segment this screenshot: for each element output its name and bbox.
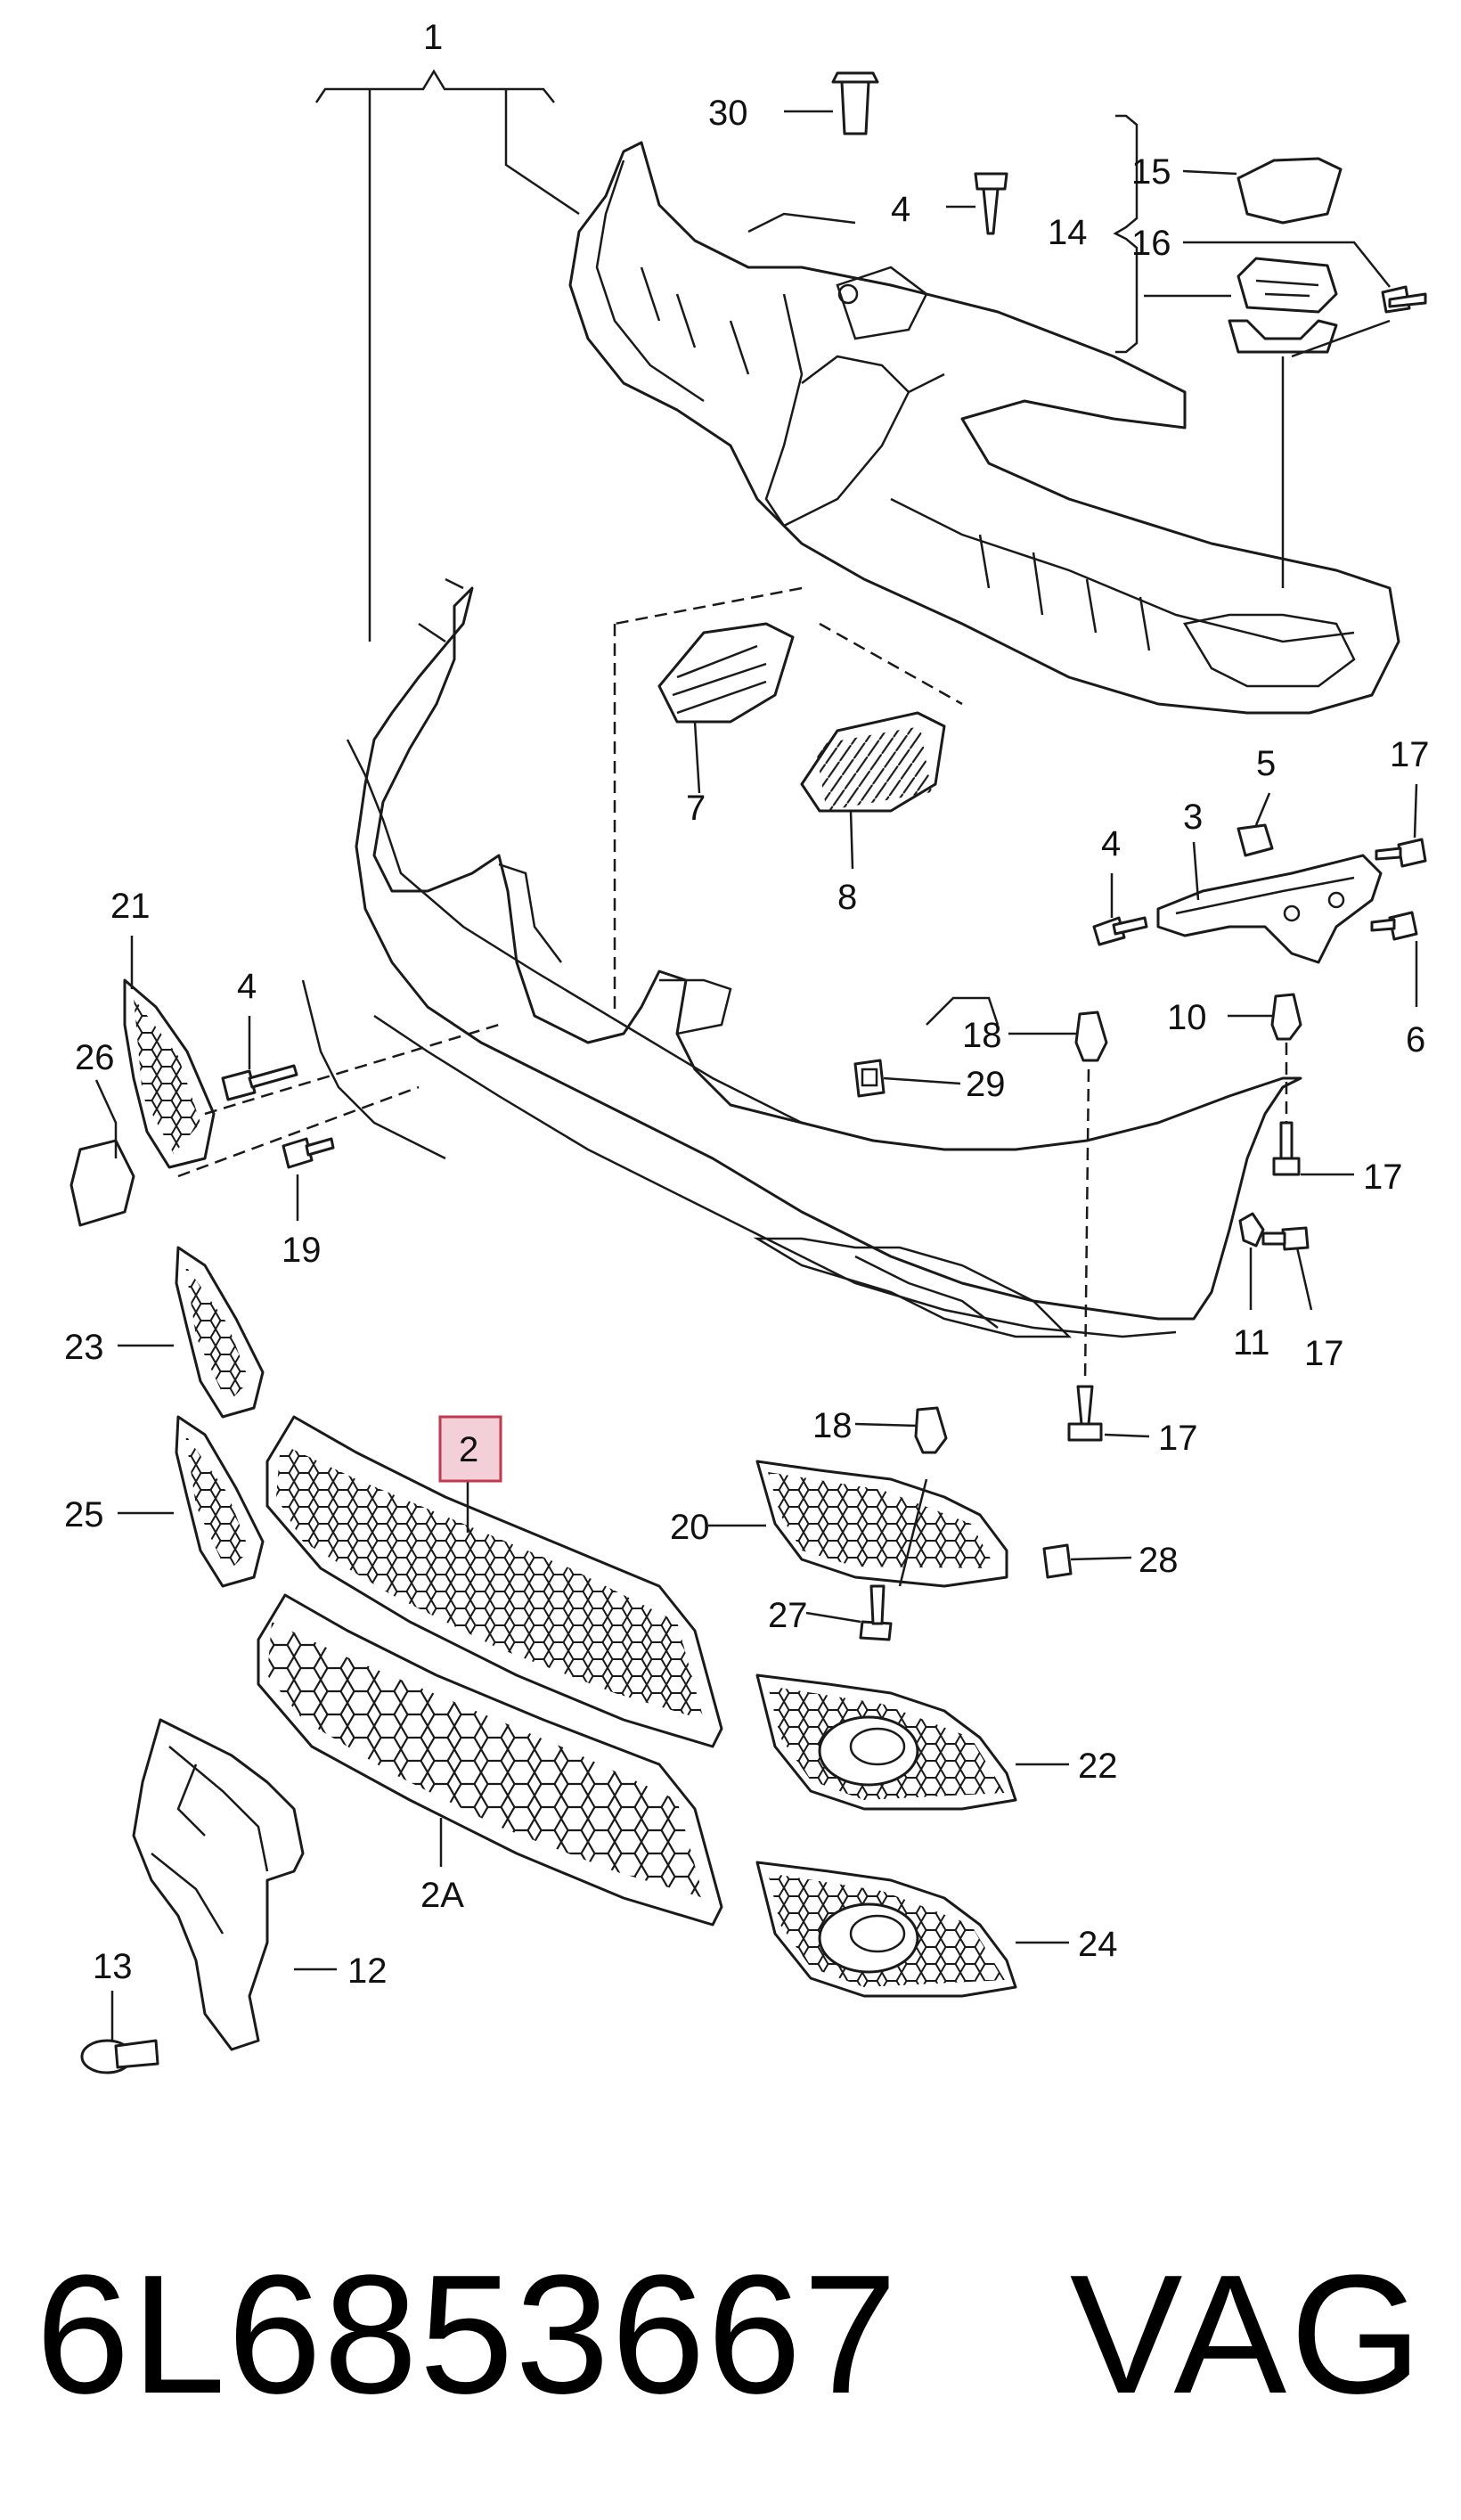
- vent-grille-7: [657, 622, 795, 724]
- screw-17-top-icon: [1375, 838, 1427, 868]
- callout-29: 29: [966, 1065, 1006, 1104]
- callout-4: 4: [891, 190, 910, 229]
- callout-19: 19: [282, 1231, 322, 1270]
- clip-11-icon: [1238, 1212, 1265, 1248]
- clip-10-icon: [1270, 993, 1302, 1041]
- screw-6-icon: [1370, 911, 1418, 941]
- callout-6: 6: [1406, 1020, 1425, 1060]
- callout-18: 18: [962, 1016, 1002, 1055]
- clip-30-icon: [831, 71, 879, 135]
- callout-17: 17: [1390, 735, 1430, 774]
- side-grille-21: [123, 978, 216, 1169]
- callout-17: 17: [1363, 1158, 1403, 1197]
- highlight-box: [438, 1415, 502, 1483]
- callout-27: 27: [768, 1596, 808, 1635]
- callout-30: 30: [708, 94, 748, 133]
- callout-1: 1: [423, 18, 443, 57]
- callout-12: 12: [347, 1951, 388, 1991]
- side-bracket-3: [1156, 854, 1383, 964]
- callout-2a: 2A: [420, 1876, 464, 1915]
- lower-grille-2: [265, 1415, 723, 1748]
- callout-26: 26: [75, 1038, 115, 1077]
- bumper-carrier: [568, 141, 1400, 715]
- callout-16: 16: [1131, 224, 1171, 263]
- screw-17-mid-icon: [1272, 1121, 1301, 1176]
- callout-28: 28: [1139, 1541, 1179, 1580]
- callout-10: 10: [1167, 998, 1207, 1037]
- screw-4-top-icon: [974, 172, 1008, 235]
- side-trim-26: [69, 1139, 135, 1227]
- clip-28-icon: [1042, 1543, 1073, 1579]
- callout-4: 4: [237, 967, 257, 1006]
- callout-3: 3: [1183, 798, 1203, 837]
- callout-15: 15: [1131, 152, 1171, 192]
- callout-2: 2: [459, 1430, 478, 1469]
- vent-grille-8: [800, 711, 946, 813]
- side-grille-25: [175, 1415, 265, 1588]
- leader-lines: [94, 69, 1418, 2041]
- fog-grille-20: [755, 1460, 1008, 1588]
- fog-grille-22: [755, 1673, 1017, 1811]
- callout-labels: 1 30 4 15 14 16 7 8 5 17 4 3 6 21 4 26 1…: [64, 18, 1430, 1991]
- lower-grille-2a: [257, 1593, 723, 1927]
- callout-25: 25: [64, 1495, 104, 1534]
- screw-17-bottom-icon: [1067, 1385, 1103, 1442]
- callout-4: 4: [1101, 824, 1121, 863]
- tow-eye-bracket: [1228, 257, 1338, 354]
- footer: 6L6853667 VAG: [36, 2201, 1425, 2468]
- tow-eye-cover: [1237, 157, 1343, 225]
- brand-name: VAG: [1069, 2240, 1425, 2429]
- screw-17-right-icon: [1261, 1226, 1310, 1251]
- parts-diagram: 1 30 4 15 14 16 7 8 5 17 4 3 6 21 4 26 1…: [64, 18, 1430, 2074]
- callout-20: 20: [670, 1508, 710, 1547]
- bumper-cover: [301, 577, 1302, 1338]
- callout-13: 13: [93, 1947, 133, 1986]
- callout-5: 5: [1256, 744, 1276, 783]
- screw-27-icon: [859, 1584, 893, 1641]
- clip-29-icon: [853, 1059, 886, 1098]
- callout-18: 18: [812, 1406, 853, 1445]
- clip-18-upper-icon: [1074, 1010, 1108, 1062]
- callout-17: 17: [1158, 1419, 1198, 1458]
- callout-17: 17: [1304, 1334, 1344, 1373]
- callout-21: 21: [110, 887, 151, 926]
- clip-13-icon: [80, 2039, 159, 2074]
- screw-16-icon: [1381, 285, 1427, 314]
- screw-4-left-icon: [221, 1064, 298, 1101]
- callout-14: 14: [1048, 213, 1088, 252]
- callout-22: 22: [1078, 1747, 1118, 1786]
- callout-24: 24: [1078, 1925, 1118, 1964]
- screw-19-icon: [282, 1137, 335, 1169]
- callout-8: 8: [837, 878, 857, 917]
- clip-18-lower-icon: [914, 1406, 948, 1454]
- part-number: 6L6853667: [36, 2240, 900, 2429]
- fog-grille-24: [755, 1861, 1017, 1998]
- callout-7: 7: [686, 789, 706, 828]
- callout-11: 11: [1233, 1323, 1270, 1362]
- callout-23: 23: [64, 1328, 104, 1367]
- screw-4-bracket-icon: [1092, 916, 1148, 946]
- wheelarch-liner-12: [132, 1718, 305, 2051]
- clip-5-icon: [1237, 823, 1274, 857]
- side-grille-23: [175, 1246, 265, 1419]
